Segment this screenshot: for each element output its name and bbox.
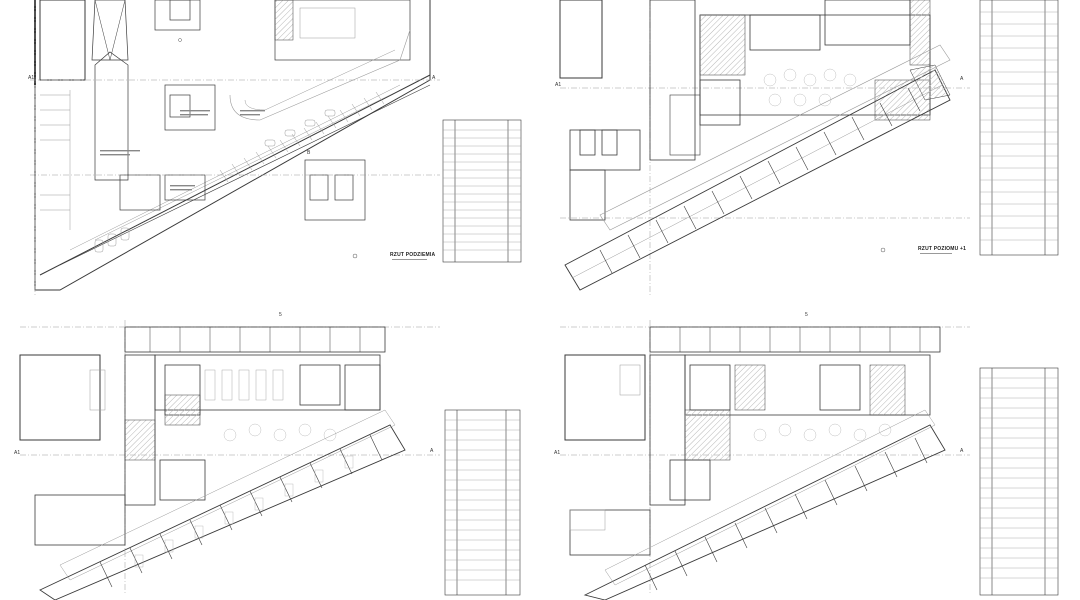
- axis-label-right: A: [960, 448, 964, 454]
- plan-sheet-level-3: A1 A 5: [540, 300, 1080, 600]
- plan-sheet-basement: RZUT PODZIEMIA A1 A B: [0, 0, 540, 300]
- axis-label-left: A1: [14, 450, 21, 456]
- floor-plan-drawing: [560, 320, 1059, 600]
- axis-label-mid: B: [307, 150, 311, 156]
- axis-label-right: A: [430, 448, 434, 454]
- sheet-title: RZUT POZIOMU +1: [918, 246, 967, 252]
- floor-plan-drawing: [30, 0, 522, 295]
- floor-plan-drawing: [19, 320, 521, 600]
- sheet-scale-note: [920, 253, 952, 254]
- plan-sheet-level-1: RZUT POZIOMU +1 A1 A: [540, 0, 1080, 300]
- floor-plan-drawing: [559, 0, 1059, 295]
- sheet-title: RZUT PODZIEMIA: [390, 252, 436, 258]
- sheet-scale-note: [392, 259, 427, 260]
- axis-label-left: A1: [554, 450, 561, 456]
- plan-sheet-level-2: A1 A 5: [0, 300, 540, 600]
- axis-label-top: 5: [805, 312, 808, 318]
- axis-label-left: A1: [28, 75, 35, 81]
- axis-label-left: A1: [555, 82, 562, 88]
- axis-label-top: 5: [279, 312, 282, 318]
- axis-label-right: A: [432, 75, 436, 81]
- axis-label-right: A: [960, 76, 964, 82]
